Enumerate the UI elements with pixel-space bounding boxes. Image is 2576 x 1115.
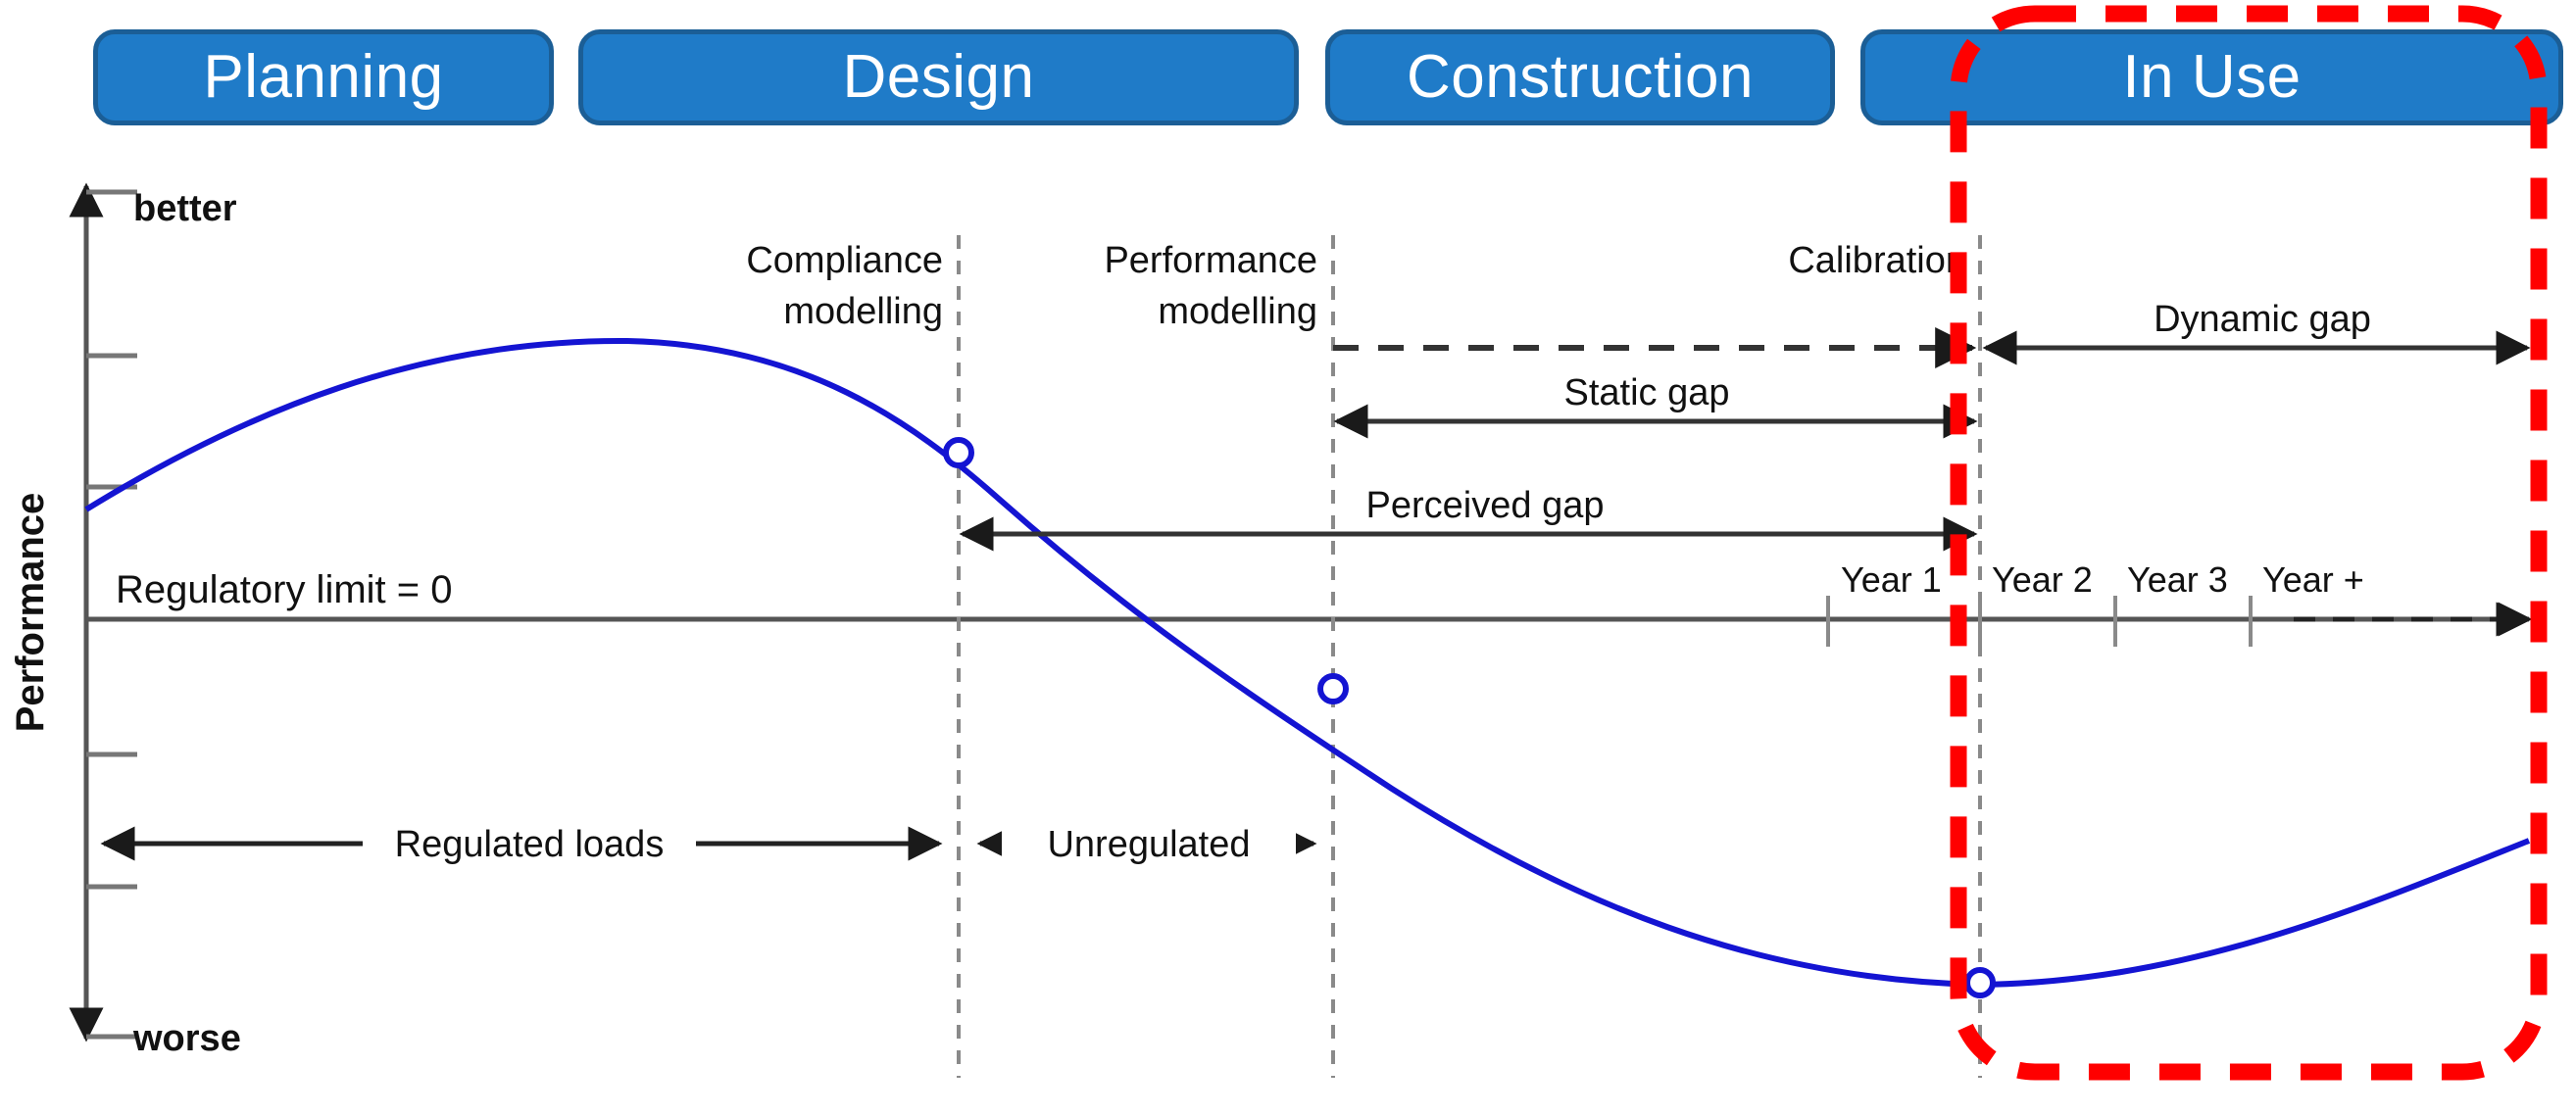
timeline-group: Year 1 Year 2 Year 3 Year + bbox=[1826, 559, 2531, 647]
regulated-loads-group: Regulated loads bbox=[100, 818, 943, 865]
performance-modelling-line2: modelling bbox=[1158, 291, 1317, 332]
year-label-2: Year 2 bbox=[1992, 559, 2093, 600]
y-axis-group: better worse Performance bbox=[9, 182, 241, 1059]
regulated-loads-label: Regulated loads bbox=[395, 824, 665, 865]
annotation-calibration: Calibration bbox=[1788, 240, 1966, 281]
annotation-performance-modelling: Performance modelling bbox=[1104, 240, 1317, 332]
stage-tab-label: Construction bbox=[1406, 43, 1755, 111]
performance-modelling-marker bbox=[1317, 673, 1349, 704]
year-label-1: Year 1 bbox=[1841, 559, 1942, 600]
regulatory-limit-label: Regulatory limit = 0 bbox=[116, 568, 452, 611]
perceived-gap-label-bg bbox=[1343, 485, 1627, 528]
stage-tab-planning[interactable]: Planning bbox=[93, 29, 554, 125]
compliance-modelling-marker bbox=[943, 437, 974, 468]
dynamic-gap-label-bg bbox=[2125, 299, 2400, 342]
y-axis-bottom-label: worse bbox=[132, 1018, 241, 1059]
perceived-gap-group: Perceived gap bbox=[959, 485, 1978, 552]
in-use-highlight-box bbox=[1950, 5, 2548, 1081]
y-axis-top-label: better bbox=[133, 188, 237, 229]
stage-tab-in-use[interactable]: In Use bbox=[1860, 29, 2563, 125]
stage-tab-label: In Use bbox=[2122, 43, 2302, 111]
perceived-gap-label: Perceived gap bbox=[1366, 485, 1605, 526]
annotation-compliance-modelling: Compliance modelling bbox=[746, 240, 943, 332]
compliance-modelling-line2: modelling bbox=[783, 291, 943, 332]
unregulated-label: Unregulated bbox=[1047, 824, 1250, 865]
unregulated-label-bg bbox=[1002, 818, 1296, 865]
stage-tab-design[interactable]: Design bbox=[578, 29, 1299, 125]
y-axis-title: Performance bbox=[9, 493, 52, 733]
calibration-marker bbox=[1964, 967, 1996, 998]
year-label-3: Year 3 bbox=[2127, 559, 2228, 600]
performance-curve-group bbox=[84, 337, 2531, 998]
calibration-label: Calibration bbox=[1788, 240, 1966, 281]
static-gap-label: Static gap bbox=[1564, 372, 1730, 413]
stage-tab-construction[interactable]: Construction bbox=[1325, 29, 1835, 125]
stage-tab-bar: Planning Design Construction In Use bbox=[0, 0, 2576, 157]
performance-modelling-line1: Performance bbox=[1104, 240, 1317, 281]
performance-curve bbox=[84, 337, 2531, 989]
static-gap-group: Static gap bbox=[1333, 372, 1978, 439]
unregulated-group: Unregulated bbox=[976, 818, 1317, 865]
dynamic-gap-label: Dynamic gap bbox=[2154, 299, 2371, 340]
stage-tab-label: Planning bbox=[203, 43, 444, 111]
static-gap-label-bg bbox=[1529, 372, 1764, 415]
stage-separators bbox=[957, 235, 1982, 1078]
regulatory-baseline-group: Regulatory limit = 0 bbox=[86, 568, 2533, 637]
dynamic-gap-group: Dynamic gap bbox=[1333, 299, 2531, 368]
stage-tab-label: Design bbox=[842, 43, 1035, 111]
regulated-loads-label-bg bbox=[363, 818, 696, 865]
year-label-4: Year + bbox=[2262, 559, 2364, 600]
compliance-modelling-line1: Compliance bbox=[746, 240, 943, 281]
